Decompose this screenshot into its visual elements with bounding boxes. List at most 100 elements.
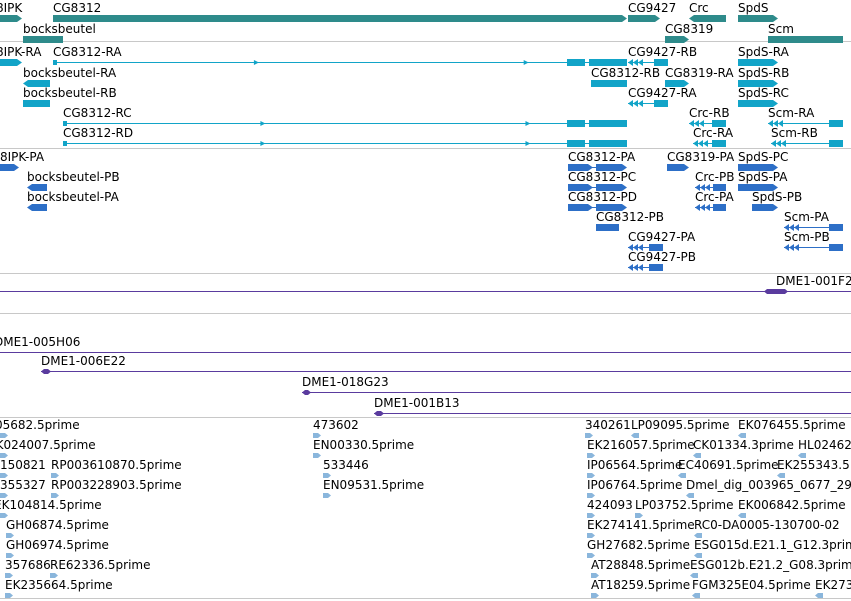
est-label: ESG015d.E21.1_G12.3prime: [694, 538, 851, 552]
est-label: EK273: [815, 578, 851, 592]
est-glyph[interactable]: [0, 512, 8, 519]
est-glyph[interactable]: [694, 532, 702, 539]
est-glyph[interactable]: [5, 572, 13, 579]
est-glyph[interactable]: [587, 492, 595, 499]
est-glyph[interactable]: [0, 472, 8, 479]
est-glyph[interactable]: [587, 532, 595, 539]
est-glyph[interactable]: [815, 592, 823, 599]
protein-glyph[interactable]: [628, 264, 663, 271]
transcript-glyph[interactable]: [53, 59, 627, 66]
est-glyph[interactable]: [50, 572, 58, 579]
transcript-glyph[interactable]: [0, 59, 22, 66]
est-glyph[interactable]: [631, 432, 639, 439]
protein-glyph[interactable]: [738, 164, 778, 171]
protein-label: CG9427-PB: [628, 250, 697, 264]
clone-glyph[interactable]: [0, 288, 851, 295]
protein-glyph[interactable]: [568, 204, 627, 211]
est-glyph[interactable]: [591, 592, 599, 599]
transcript-glyph[interactable]: [23, 80, 50, 87]
est-glyph[interactable]: [6, 552, 14, 559]
transcript-glyph[interactable]: [738, 80, 778, 87]
gene-glyph[interactable]: [53, 15, 627, 22]
est-label: GH27682.5prime: [587, 538, 690, 552]
protein-glyph[interactable]: [738, 184, 778, 191]
est-label: EK076455.5prime: [738, 418, 846, 432]
transcript-glyph[interactable]: [665, 80, 689, 87]
transcript-glyph[interactable]: [63, 120, 627, 127]
clone-glyph[interactable]: [0, 349, 851, 356]
est-glyph[interactable]: [51, 492, 59, 499]
est-glyph[interactable]: [678, 472, 686, 479]
protein-glyph[interactable]: [568, 184, 627, 191]
gene-label: CG9427: [628, 1, 677, 15]
transcript-glyph[interactable]: [689, 120, 726, 127]
protein-glyph[interactable]: [784, 224, 843, 231]
est-glyph[interactable]: [0, 432, 8, 439]
gene-glyph[interactable]: [665, 36, 689, 43]
est-glyph[interactable]: [5, 592, 13, 599]
est-glyph[interactable]: [51, 472, 59, 479]
transcript-glyph[interactable]: [628, 59, 668, 66]
est-glyph[interactable]: [635, 512, 643, 519]
est-glyph[interactable]: [313, 452, 321, 459]
est-glyph[interactable]: [587, 552, 595, 559]
gene-glyph[interactable]: [23, 36, 63, 43]
est-glyph[interactable]: [313, 432, 321, 439]
clone-glyph[interactable]: [374, 410, 851, 417]
est-glyph[interactable]: [323, 492, 331, 499]
transcript-glyph[interactable]: [591, 80, 627, 87]
est-glyph[interactable]: [693, 452, 701, 459]
est-glyph[interactable]: [694, 552, 702, 559]
protein-label: CG8312-PA: [568, 150, 636, 164]
protein-glyph[interactable]: [596, 224, 619, 231]
est-glyph[interactable]: [777, 472, 785, 479]
protein-glyph[interactable]: [0, 164, 19, 171]
transcript-glyph[interactable]: [738, 100, 778, 107]
protein-glyph[interactable]: [695, 204, 726, 211]
est-glyph[interactable]: [591, 572, 599, 579]
clone-glyph[interactable]: [41, 368, 851, 375]
transcript-glyph[interactable]: [693, 140, 726, 147]
est-glyph[interactable]: [738, 432, 746, 439]
est-glyph[interactable]: [587, 472, 595, 479]
transcript-glyph[interactable]: [23, 100, 50, 107]
est-glyph[interactable]: [585, 432, 593, 439]
protein-glyph[interactable]: [568, 164, 627, 171]
transcript-label: SpdS-RA: [738, 45, 789, 59]
est-glyph[interactable]: [6, 532, 14, 539]
est-glyph[interactable]: [690, 572, 698, 579]
protein-glyph[interactable]: [27, 204, 47, 211]
gene-glyph[interactable]: [738, 15, 778, 22]
gene-glyph[interactable]: [0, 15, 22, 22]
transcript-label: CG9427-RB: [628, 45, 698, 59]
transcript-glyph[interactable]: [738, 59, 778, 66]
est-glyph[interactable]: [587, 512, 595, 519]
est-glyph[interactable]: [0, 452, 8, 459]
protein-glyph[interactable]: [784, 244, 843, 251]
est-label: EK024007.5prime: [0, 438, 96, 452]
est-glyph[interactable]: [587, 452, 595, 459]
est-glyph[interactable]: [798, 452, 806, 459]
track-separator: [0, 417, 851, 418]
gene-label: CG8312: [53, 1, 102, 15]
gene-glyph[interactable]: [768, 36, 843, 43]
gene-glyph[interactable]: [689, 15, 726, 22]
transcript-glyph[interactable]: [771, 140, 843, 147]
transcript-glyph[interactable]: [628, 100, 668, 107]
est-glyph[interactable]: [323, 472, 331, 479]
protein-glyph[interactable]: [628, 244, 663, 251]
transcript-glyph[interactable]: [63, 140, 627, 147]
gene-glyph[interactable]: [628, 15, 660, 22]
protein-glyph[interactable]: [752, 204, 778, 211]
protein-label: CG8319-PA: [667, 150, 735, 164]
est-glyph[interactable]: [686, 492, 694, 499]
est-label: EK104814.5prime: [0, 498, 102, 512]
clone-glyph[interactable]: [302, 389, 851, 396]
protein-glyph[interactable]: [695, 184, 726, 191]
est-glyph[interactable]: [0, 492, 8, 499]
protein-glyph[interactable]: [667, 164, 689, 171]
est-glyph[interactable]: [692, 592, 700, 599]
protein-glyph[interactable]: [27, 184, 47, 191]
est-glyph[interactable]: [738, 512, 746, 519]
transcript-glyph[interactable]: [768, 120, 843, 127]
